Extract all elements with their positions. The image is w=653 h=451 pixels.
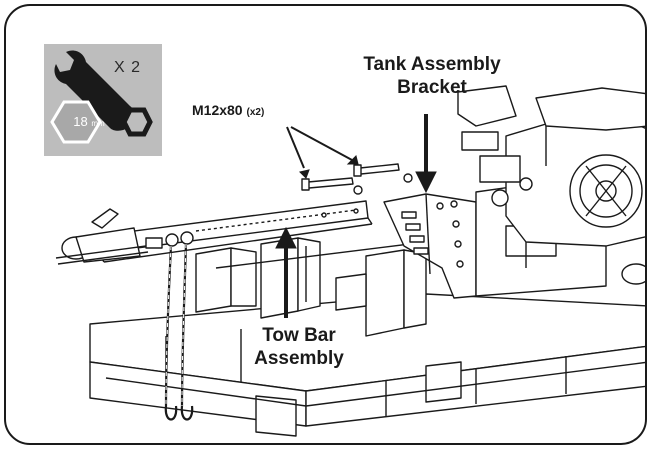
socket-size-value: 18: [73, 114, 88, 129]
tow-bar-callout: Tow Bar Assembly: [228, 324, 370, 370]
hitch-coupler: [55, 208, 194, 265]
socket-size-unit: mm: [91, 119, 105, 128]
tank-bracket-callout-line2: Bracket: [397, 77, 467, 98]
callout-arrows: [275, 114, 437, 318]
shipping-pallet: [89, 293, 645, 437]
crate-blocks: [195, 237, 427, 337]
assembly-illustration: [40, 78, 645, 437]
tow-bar-callout-line2: Assembly: [254, 348, 344, 369]
tow-bar-callout-line1: Tow Bar: [262, 325, 336, 346]
tool-requirement-panel: [44, 44, 162, 156]
hex-nut-icon: [50, 100, 102, 144]
bolt-count: (x2): [246, 107, 265, 118]
tank-bracket-callout-line1: Tank Assembly: [363, 54, 501, 75]
bolt-spec-label: M12x80 (x2): [192, 102, 264, 118]
socket-size-label: 18 mm: [66, 114, 112, 129]
bolts: [301, 163, 413, 195]
safety-chains: [164, 243, 194, 421]
wrench-icon: [54, 50, 153, 137]
engine: [457, 85, 645, 285]
tow-bar: [95, 200, 373, 263]
bolt-spec: M12x80: [192, 102, 243, 118]
tool-quantity: X 2: [114, 59, 142, 76]
diagram-frame: X 2 18 mm M12x80 (x2) Tank Assembly Brac…: [4, 4, 647, 445]
tank-bracket-callout: Tank Assembly Bracket: [340, 53, 524, 99]
